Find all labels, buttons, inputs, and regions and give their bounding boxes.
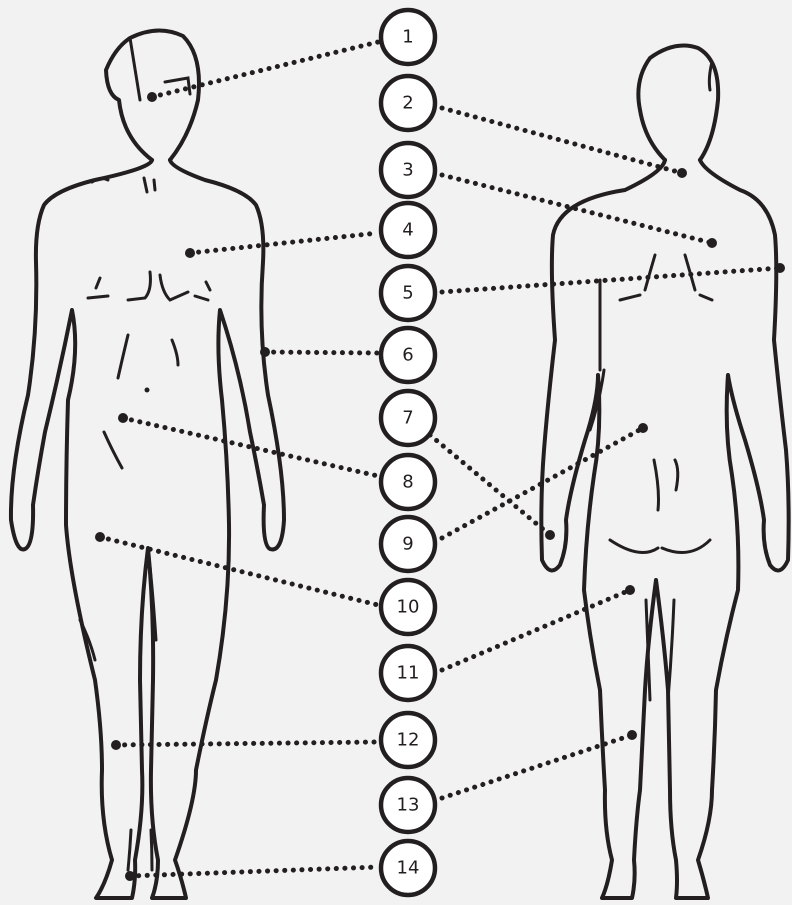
leader-lines [100,42,780,876]
back-body-figure [541,46,788,898]
badge-13: 13 [381,778,435,832]
point-8 [118,413,128,423]
badge-9-label: 9 [402,534,413,555]
front-body-figure [11,30,284,898]
badge-4: 4 [381,203,435,257]
badge-10-label: 10 [397,597,420,618]
badge-8-label: 8 [402,472,413,493]
point-2 [677,168,687,178]
badge-1: 1 [381,10,435,64]
number-badges: 1 2 3 4 5 6 7 8 [381,10,435,895]
point-1 [147,92,157,102]
badge-8: 8 [381,455,435,509]
point-10 [95,532,105,542]
point-9 [638,423,648,433]
point-6 [260,347,270,357]
badge-11-label: 11 [397,663,420,684]
badge-11: 11 [381,646,435,700]
badge-4-label: 4 [402,220,413,241]
badge-14-label: 14 [397,858,420,879]
badge-9: 9 [381,517,435,571]
point-3 [707,238,717,248]
badge-3: 3 [381,143,435,197]
badge-13-label: 13 [397,795,420,816]
badge-10: 10 [381,580,435,634]
badge-12: 12 [381,713,435,767]
point-11 [625,585,635,595]
badge-7: 7 [381,391,435,445]
point-5 [775,263,785,273]
point-4 [185,248,195,258]
badge-2: 2 [381,76,435,130]
badge-2-label: 2 [402,93,413,114]
point-14 [125,871,135,881]
badge-5-label: 5 [402,283,413,304]
point-12 [111,740,121,750]
badge-5: 5 [381,266,435,320]
badge-14: 14 [381,841,435,895]
badge-12-label: 12 [397,730,420,751]
badge-3-label: 3 [402,160,413,181]
badge-6-label: 6 [402,345,413,366]
point-7 [545,530,555,540]
badge-6: 6 [381,328,435,382]
badge-1-label: 1 [402,27,413,48]
badge-7-label: 7 [402,408,413,429]
point-13 [627,730,637,740]
